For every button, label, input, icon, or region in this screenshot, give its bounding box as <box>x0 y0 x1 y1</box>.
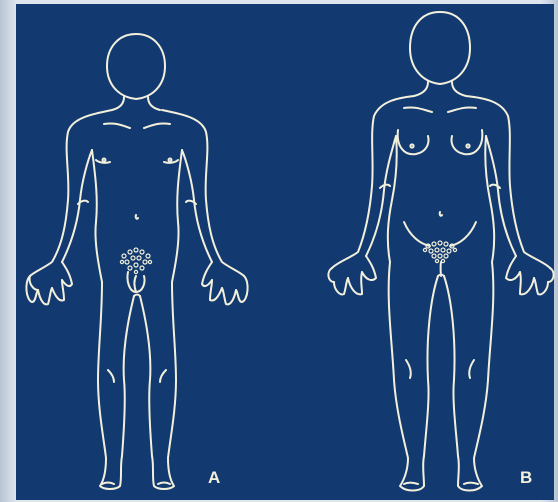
figure-a-pubic-hair <box>120 248 151 274</box>
figure-b-pubic-hair <box>423 241 456 263</box>
figure-a-label: A <box>208 468 220 488</box>
figure-a-outline <box>26 34 247 489</box>
figure-b-label: B <box>520 468 532 488</box>
